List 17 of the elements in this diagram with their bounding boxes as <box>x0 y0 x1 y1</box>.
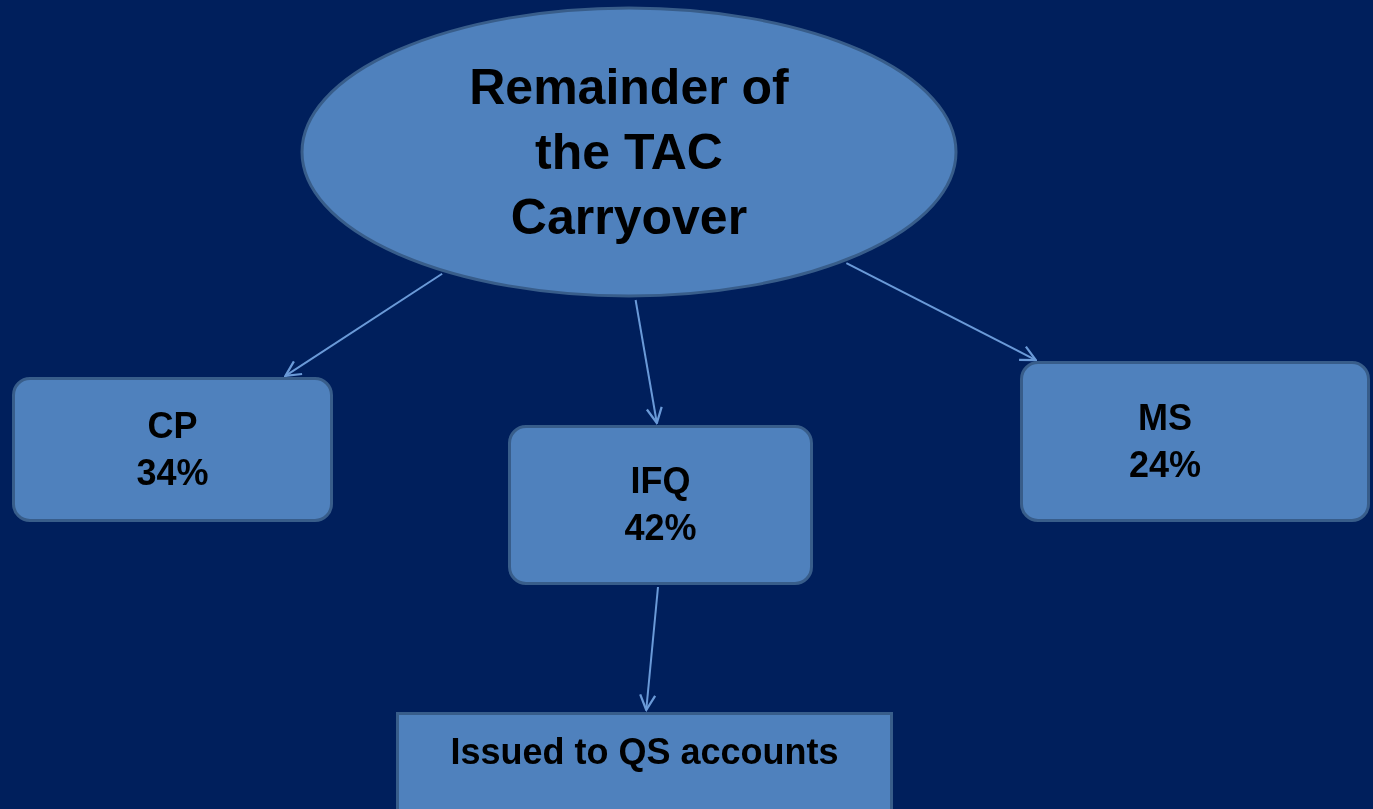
ellipse-node <box>300 6 958 298</box>
arrow <box>634 298 663 425</box>
node-value: 42% <box>624 506 697 550</box>
node-label: IFQ <box>630 459 691 504</box>
node-label: CP <box>147 403 198 448</box>
node-value: 34% <box>136 450 209 495</box>
arrow <box>639 586 659 712</box>
process-box <box>508 425 813 585</box>
process-box <box>1020 361 1370 522</box>
node-value: 24% <box>1128 442 1202 487</box>
arrow <box>845 262 1037 362</box>
arrow <box>284 272 444 378</box>
node-label: Issued to QS accounts <box>450 730 839 774</box>
node-label: Remainder of the TAC Carryover <box>468 57 790 247</box>
process-box <box>12 377 333 522</box>
process-box <box>396 712 893 809</box>
node-label: MS <box>1138 395 1192 440</box>
